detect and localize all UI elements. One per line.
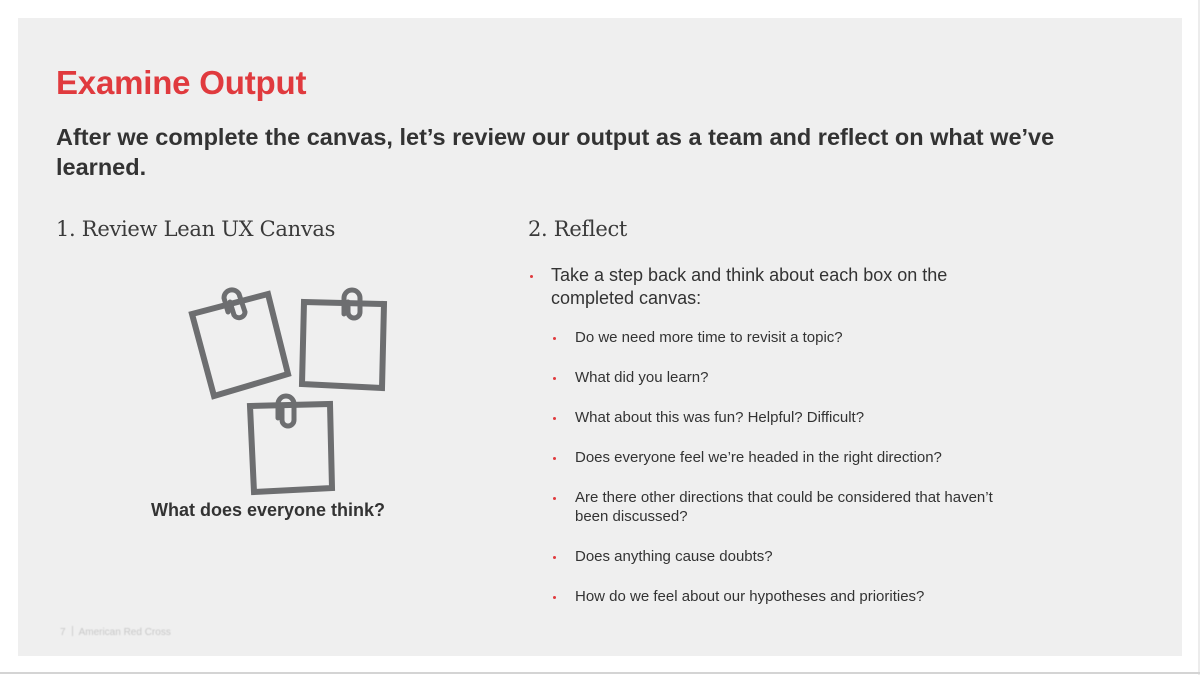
bullet-dot-icon xyxy=(553,417,556,420)
sub-bullet: How do we feel about our hypotheses and … xyxy=(528,587,1028,606)
main-bullet-text: Take a step back and think about each bo… xyxy=(551,265,948,308)
sub-bullet-text: Does anything cause doubts? xyxy=(575,548,773,565)
sub-bullet: What did you learn? xyxy=(528,368,1028,387)
bullet-dot-icon xyxy=(553,556,556,559)
reflect-bullet-list: Take a step back and think about each bo… xyxy=(528,264,1028,606)
sub-bullet-text: Does everyone feel we’re headed in the r… xyxy=(575,449,942,466)
slide: Examine Output After we complete the can… xyxy=(18,18,1182,656)
bullet-dot-icon xyxy=(553,596,556,599)
sub-bullet: Does anything cause doubts? xyxy=(528,547,1028,566)
bullet-dot-icon xyxy=(553,457,556,460)
bullet-dot-icon xyxy=(553,337,556,340)
slide-footer: 7 American Red Cross xyxy=(60,626,171,638)
sub-bullet: Does everyone feel we’re headed in the r… xyxy=(528,448,1028,467)
slide-title: Examine Output xyxy=(56,64,307,101)
bullet-dot-icon xyxy=(553,377,556,380)
sub-bullet-text: Are there other directions that could be… xyxy=(575,489,993,525)
sticky-notes-icon xyxy=(188,287,388,496)
window-bottom-edge xyxy=(0,672,1200,674)
window-edge xyxy=(1198,0,1200,675)
reflect-heading: 2. Reflect xyxy=(528,217,628,241)
footer-divider xyxy=(71,626,73,636)
bullet-dot-icon xyxy=(530,275,533,278)
footer-organization: American Red Cross xyxy=(78,627,171,638)
discussion-caption: What does everyone think? xyxy=(150,500,386,520)
sub-bullet-text: What did you learn? xyxy=(575,369,709,386)
slide-subtitle: After we complete the canvas, let’s revi… xyxy=(56,124,1055,180)
page-number: 7 xyxy=(60,627,66,638)
sub-bullet: Are there other directions that could be… xyxy=(528,488,1015,526)
sub-bullet: What about this was fun? Helpful? Diffic… xyxy=(528,408,1028,427)
sub-bullet-text: Do we need more time to revisit a topic? xyxy=(575,329,843,346)
sub-bullet-text: How do we feel about our hypotheses and … xyxy=(575,588,925,605)
bullet-dot-icon xyxy=(553,497,556,500)
review-canvas-heading: 1. Review Lean UX Canvas xyxy=(56,217,336,241)
main-bullet: Take a step back and think about each bo… xyxy=(528,264,1028,310)
sub-bullet-text: What about this was fun? Helpful? Diffic… xyxy=(575,409,865,426)
sub-bullet: Do we need more time to revisit a topic? xyxy=(528,328,1028,347)
